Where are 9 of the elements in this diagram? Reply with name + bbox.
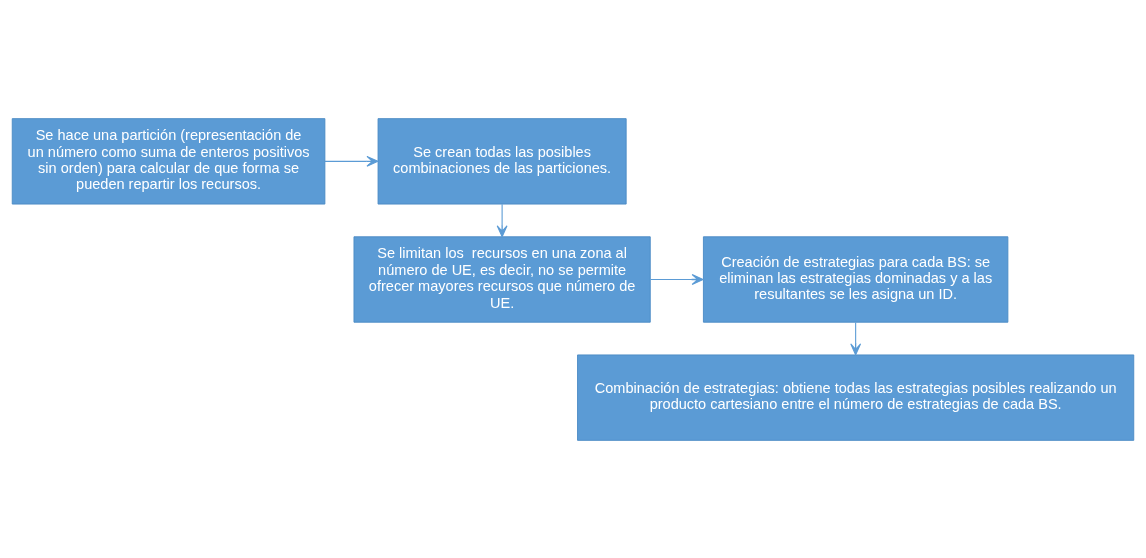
node-box: Creación de estrategias para cada BS: se eliminan las estrategias dominadas y a las resultantes se les asigna un ID. [702, 235, 1009, 323]
arrow [650, 273, 704, 285]
arrow [496, 203, 508, 237]
node-box: Combinación de estrategias: obtiene todas las estrategias posibles realizando un producto cartesiano entre el número de estrategias de cada BS. [577, 353, 1135, 441]
node-box: Se crean todas las posibles combinaciones de las particiones. [377, 117, 627, 205]
node-box: Se limitan los recursos en una zona al número de UE, es decir, no se permite ofrecer mayores recursos que número de UE. [353, 235, 651, 323]
node-box: Se hace una partición (representación de un número como suma de enteros positivos sin orden) para calcular de que forma se pueden repartir los recursos. [11, 117, 326, 205]
arrow [850, 321, 862, 355]
arrow [324, 155, 379, 167]
